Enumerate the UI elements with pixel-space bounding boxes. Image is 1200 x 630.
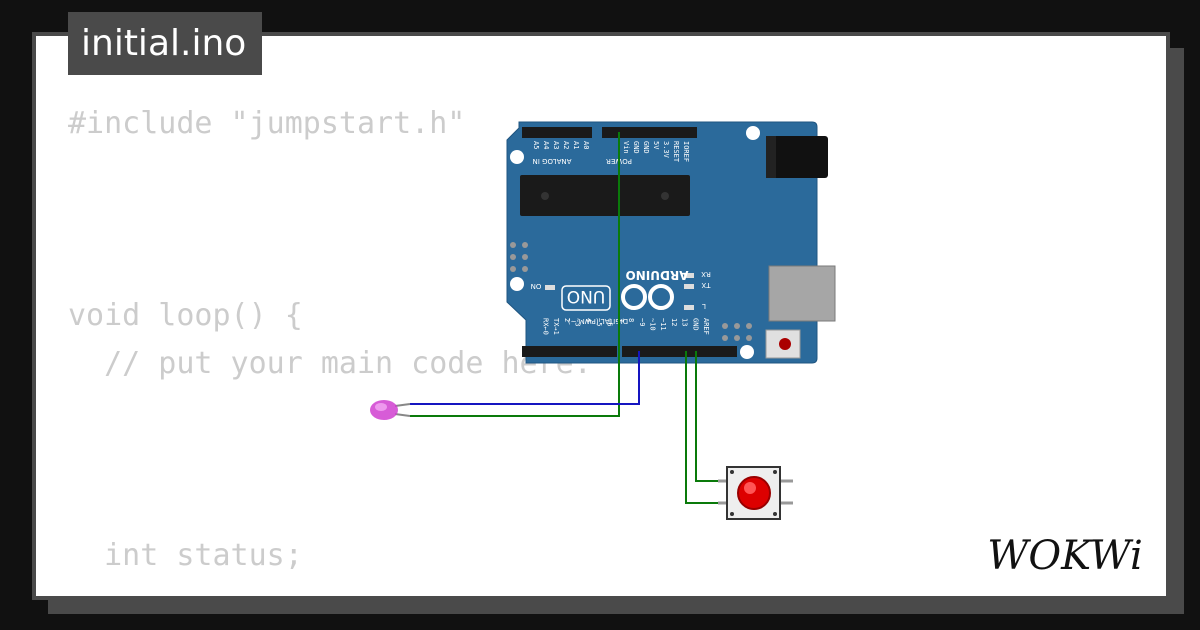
pin-label: ~5 bbox=[595, 318, 603, 326]
pushbutton-component[interactable] bbox=[718, 466, 793, 520]
pin-label: Vin bbox=[622, 141, 630, 154]
pin-label: 2 bbox=[563, 318, 571, 322]
pin-label: ~9 bbox=[638, 318, 646, 326]
code-line-status: int status; bbox=[68, 538, 303, 573]
pin-label: RESET bbox=[672, 141, 680, 163]
pin-label: TX→1 bbox=[552, 318, 560, 335]
pin-label: A3 bbox=[552, 141, 560, 149]
wire-gnd-to-button bbox=[695, 351, 728, 482]
rx-led bbox=[684, 273, 694, 278]
on-led bbox=[545, 285, 555, 290]
mounting-hole bbox=[746, 126, 760, 140]
usb-port bbox=[768, 265, 836, 322]
pin-label: ~6 bbox=[606, 318, 614, 326]
wire-pin13-to-button bbox=[685, 351, 728, 504]
wire-gnd-to-led bbox=[410, 132, 620, 417]
pin-label: ~10 bbox=[649, 318, 657, 331]
digital-header-high bbox=[622, 346, 737, 357]
mounting-hole bbox=[740, 345, 754, 359]
atmega-chip bbox=[520, 175, 690, 216]
pin-label: GND bbox=[632, 141, 640, 154]
pin-label: 5V bbox=[652, 141, 660, 150]
board-model-label: UNO bbox=[567, 286, 606, 306]
pin-label: A4 bbox=[542, 141, 550, 149]
arduino-logo-icon bbox=[621, 284, 674, 310]
pin-label: A2 bbox=[562, 141, 570, 149]
wokwi-logo: WOKWi bbox=[987, 533, 1143, 579]
icsp-header bbox=[510, 242, 752, 341]
pin-label: A1 bbox=[572, 141, 580, 149]
pin-label: GND bbox=[691, 318, 699, 331]
pin-label: 8 bbox=[627, 318, 635, 322]
pin-label: RX←0 bbox=[542, 318, 550, 335]
pin-label: ~3 bbox=[574, 318, 582, 326]
l-label: L bbox=[702, 302, 706, 310]
digital-header-low bbox=[522, 346, 617, 357]
wire-pin8-to-led bbox=[410, 351, 640, 405]
power-header bbox=[602, 127, 697, 138]
pin-label: 13 bbox=[681, 318, 689, 326]
file-tab[interactable]: initial.ino bbox=[68, 12, 262, 75]
pin-label: 7 bbox=[616, 318, 624, 322]
digital-header-label: DIGITAL (PWM ~) bbox=[568, 317, 629, 325]
power-jack bbox=[766, 136, 828, 178]
tx-led bbox=[684, 284, 694, 289]
pin-label: 4 bbox=[584, 318, 592, 322]
pin-label: A0 bbox=[582, 141, 590, 149]
tx-label: TX bbox=[701, 281, 711, 289]
pin-label: GND bbox=[642, 141, 650, 154]
pin-label: 12 bbox=[670, 318, 678, 326]
rx-label: RX bbox=[701, 270, 711, 278]
on-label: ON bbox=[531, 282, 542, 290]
l-led bbox=[684, 305, 694, 310]
wokwi-logo-text: WOKWi bbox=[987, 533, 1143, 579]
wires bbox=[410, 132, 728, 504]
code-line-include: #include "jumpstart.h" bbox=[68, 106, 466, 141]
code-line-comment: // put your main code here: bbox=[68, 346, 592, 381]
arduino-board[interactable]: UNO ARDUINO ON TX RX L POWER ANALOG IN D… bbox=[506, 121, 836, 364]
pin-label: ~11 bbox=[659, 318, 667, 331]
pin-label: IOREF bbox=[682, 141, 690, 162]
mounting-hole bbox=[510, 277, 524, 291]
analog-header-label: ANALOG IN bbox=[533, 157, 572, 165]
analog-header bbox=[522, 127, 592, 138]
pin-label: AREF bbox=[702, 318, 710, 335]
code-line-loop: void loop() { bbox=[68, 298, 303, 333]
pin-label: 3.3V bbox=[662, 141, 670, 159]
mounting-hole bbox=[510, 150, 524, 164]
led-component[interactable] bbox=[370, 400, 411, 420]
pin-label: A5 bbox=[532, 141, 540, 149]
board-brand-label: ARDUINO bbox=[626, 268, 689, 282]
